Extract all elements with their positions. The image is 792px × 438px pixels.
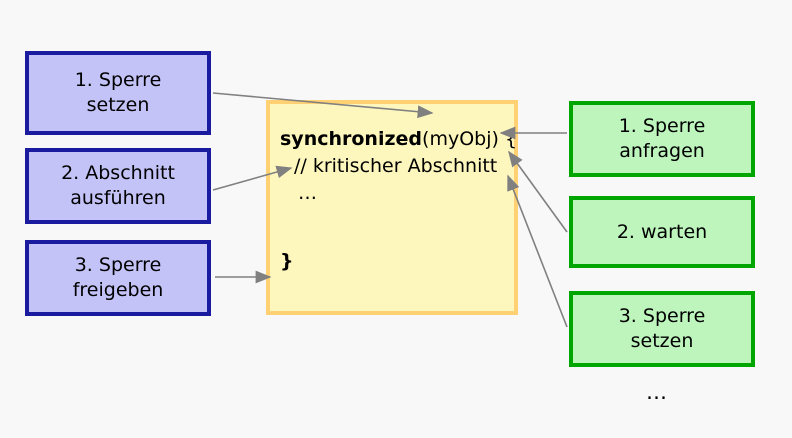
code-closing-brace: } [280,250,294,273]
step-box-2[interactable]: 2. Abschnitt ausführen [25,148,211,224]
monitor-box-3-line1: 3. Sperre [618,305,706,328]
step-box-1-line1: 1. Sperre [74,69,162,92]
step-box-3[interactable]: 3. Sperre freigeben [25,240,211,316]
code-line-1-rest: (myObj) { [422,128,518,150]
step-box-3-line2: freigeben [72,279,164,301]
monitor-box-1[interactable]: 1. Sperre anfragen [569,101,755,177]
code-keyword-synchronized: synchronized [280,128,423,150]
step-box-2-line1: 2. Abschnitt [61,162,175,185]
code-line-2-comment: // kritischer Abschnitt [294,154,498,177]
synchronized-code-box: synchronized(myObj) { // kritischer Absc… [266,100,518,315]
step-box-2-line2: ausführen [70,187,166,209]
step-box-3-line1: 3. Sperre [74,254,162,277]
monitor-box-3-line2: setzen [630,330,694,352]
monitor-box-1-line2: anfragen [619,140,705,162]
monitor-box-2-line1: 2. warten [616,220,708,243]
monitor-box-2[interactable]: 2. warten [569,196,755,268]
monitor-box-3[interactable]: 3. Sperre setzen [569,291,755,367]
code-line-1: synchronized(myObj) { [280,126,518,153]
monitor-ellipsis: … [646,380,668,404]
code-line-3-ellipsis: … [298,181,317,204]
monitor-box-1-line1: 1. Sperre [618,115,706,138]
step-box-1[interactable]: 1. Sperre setzen [25,51,211,135]
step-box-1-line2: setzen [86,94,150,116]
